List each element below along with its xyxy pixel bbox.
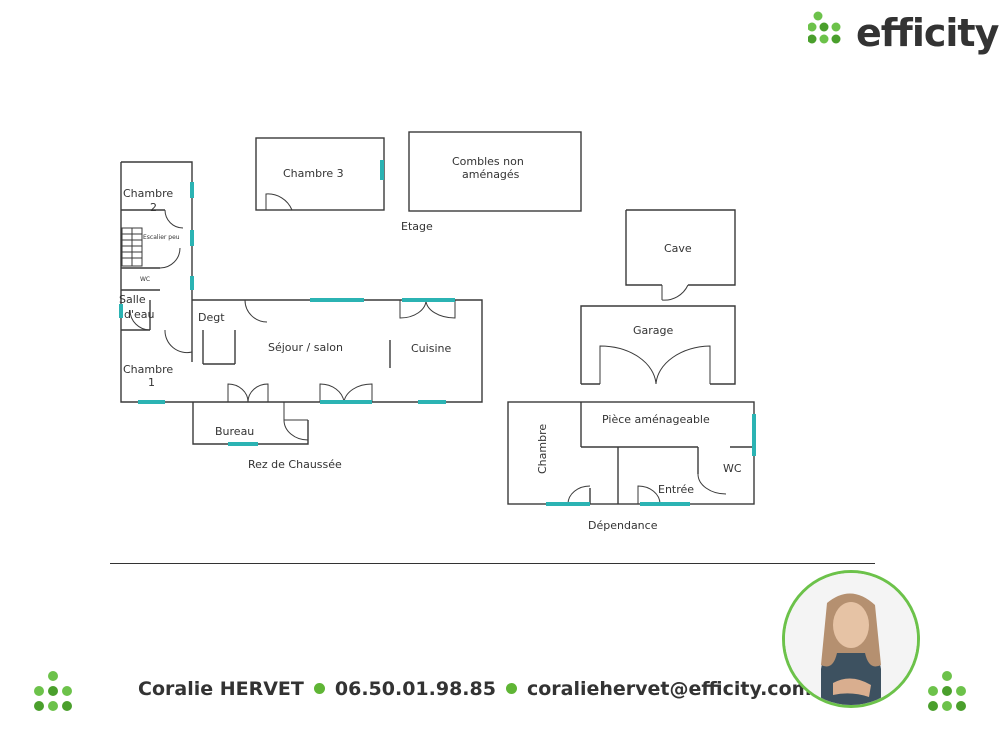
agent-phone[interactable]: 06.50.01.98.85: [334, 678, 496, 700]
level-label-rdc: Rez de Chaussée: [248, 458, 342, 471]
agent-photo: [782, 570, 920, 708]
room-label-salle-2: d'eau: [124, 308, 155, 321]
room-label-chambre-3: Chambre 3: [283, 167, 344, 180]
room-label-salle-1: Salle: [119, 293, 146, 306]
room-label-chambre-2a: Chambre: [123, 187, 173, 200]
room-label-garage: Garage: [633, 324, 674, 337]
etage-chambre-3: Chambre 3: [255, 137, 385, 211]
logo-wordmark: efficity: [856, 11, 999, 55]
staircase: [121, 227, 143, 267]
level-label-etage: Etage: [401, 220, 433, 233]
rdc-left-wing: Chambre 2 Escalier peu WC Salle d'eau Ch…: [119, 161, 194, 404]
separator-dot-icon: [313, 683, 325, 694]
room-label-cave: Cave: [664, 242, 692, 255]
level-label-dependance: Dépendance: [588, 519, 658, 532]
efficity-dots-right-icon: [928, 671, 966, 711]
floor-plan: Chambre 3 Combles non aménagés Etage Cav…: [119, 131, 756, 532]
efficity-dots-left-icon: [34, 671, 72, 711]
etage-combles: Combles non aménagés: [408, 131, 582, 212]
stair-label: Escalier peu: [143, 234, 180, 241]
room-label-degt: Degt: [198, 311, 225, 324]
room-label-sejour: Séjour / salon: [268, 341, 343, 354]
room-label-combles-1: Combles non: [452, 155, 524, 168]
room-label-entree: Entrée: [658, 483, 694, 496]
cave: Cave: [625, 209, 736, 301]
efficity-dots-icon: [807, 11, 841, 44]
divider-line: [110, 563, 875, 564]
room-label-chambre-1a: Chambre: [123, 363, 173, 376]
room-label-wc: WC: [723, 462, 742, 475]
agent-portrait-icon: [785, 573, 917, 705]
agent-name: Coralie HERVET: [138, 678, 304, 700]
dependance: Chambre Pièce aménageable WC Entrée: [507, 401, 756, 506]
room-label-chambre-1b: 1: [148, 376, 155, 389]
room-label-wc-small: WC: [140, 276, 150, 283]
separator-dot-icon: [505, 683, 517, 694]
room-label-cuisine: Cuisine: [411, 342, 451, 355]
room-label-piece: Pièce aménageable: [602, 413, 710, 426]
agent-email[interactable]: coraliehervet@efficity.com: [526, 678, 812, 700]
efficity-logo: efficity: [807, 8, 999, 58]
room-label-chambre-dep: Chambre: [536, 424, 549, 474]
room-label-bureau: Bureau: [215, 425, 254, 438]
agent-contact: Coralie HERVET 06.50.01.98.85 coralieherve…: [138, 678, 811, 700]
rdc-main: Degt Séjour / salon Cuisine Bureau: [191, 298, 483, 446]
room-label-combles-2: aménagés: [462, 168, 520, 181]
room-label-chambre-2b: 2: [150, 201, 157, 214]
garage: Garage: [580, 305, 736, 385]
